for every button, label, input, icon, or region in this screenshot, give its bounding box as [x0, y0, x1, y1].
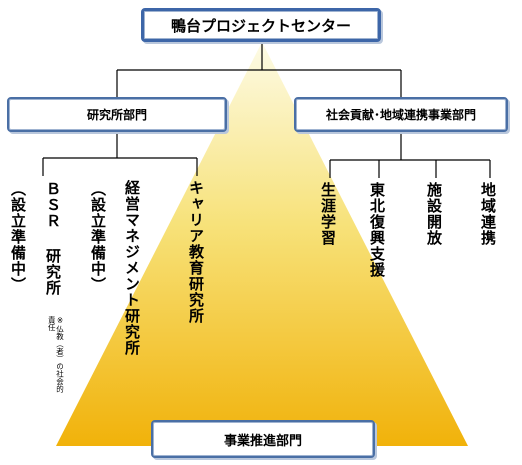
left-unit-1: （設立準備中） — [9, 181, 27, 293]
right-unit-2-label: 東北復興支援 — [368, 182, 386, 278]
left-unit-3-label: （設立準備中） — [89, 181, 107, 293]
left-unit-1-label: （設立準備中） — [9, 181, 27, 293]
bsr-note-line-1: ※仏教（者）の社会的 — [55, 316, 65, 393]
bottom-node-box: 事業推進部門 — [151, 420, 375, 458]
bsr-note: ※仏教（者）の社会的 責任 — [47, 316, 64, 393]
community-department-label: 社会貢献･地域連携事業部門 — [325, 108, 476, 122]
left-unit-2: ＢＳＲ 研究所 — [44, 181, 62, 296]
right-unit-3: 施設開放 — [425, 182, 443, 246]
left-unit-3: （設立準備中） — [89, 181, 107, 293]
top-node-label: 鴨台プロジェクトセンター — [170, 16, 351, 35]
right-unit-3-label: 施設開放 — [425, 182, 443, 246]
right-unit-1-label: 生涯学習 — [319, 182, 337, 246]
left-unit-4-label: 経営マネジメント研究所 — [123, 180, 141, 356]
bottom-node-label: 事業推進部門 — [223, 433, 302, 449]
left-unit-4: 経営マネジメント研究所 — [123, 180, 141, 356]
right-unit-4-label: 地域連携 — [479, 182, 497, 246]
top-node-box: 鴨台プロジェクトセンター — [141, 8, 381, 42]
research-department-label: 研究所部門 — [86, 108, 147, 122]
research-department-box: 研究所部門 — [7, 97, 227, 132]
left-unit-5: キャリア教育研究所 — [187, 180, 205, 324]
right-unit-1: 生涯学習 — [319, 182, 337, 246]
right-unit-4: 地域連携 — [479, 182, 497, 246]
right-unit-2: 東北復興支援 — [368, 182, 386, 278]
left-unit-5-label: キャリア教育研究所 — [187, 180, 205, 324]
connector-lines — [42, 42, 491, 178]
pyramid-shape — [56, 42, 468, 446]
left-unit-2-label: ＢＳＲ 研究所 — [44, 181, 62, 296]
bsr-note-line-2: 責任 — [47, 316, 57, 331]
community-department-box: 社会貢献･地域連携事業部門 — [294, 97, 508, 132]
